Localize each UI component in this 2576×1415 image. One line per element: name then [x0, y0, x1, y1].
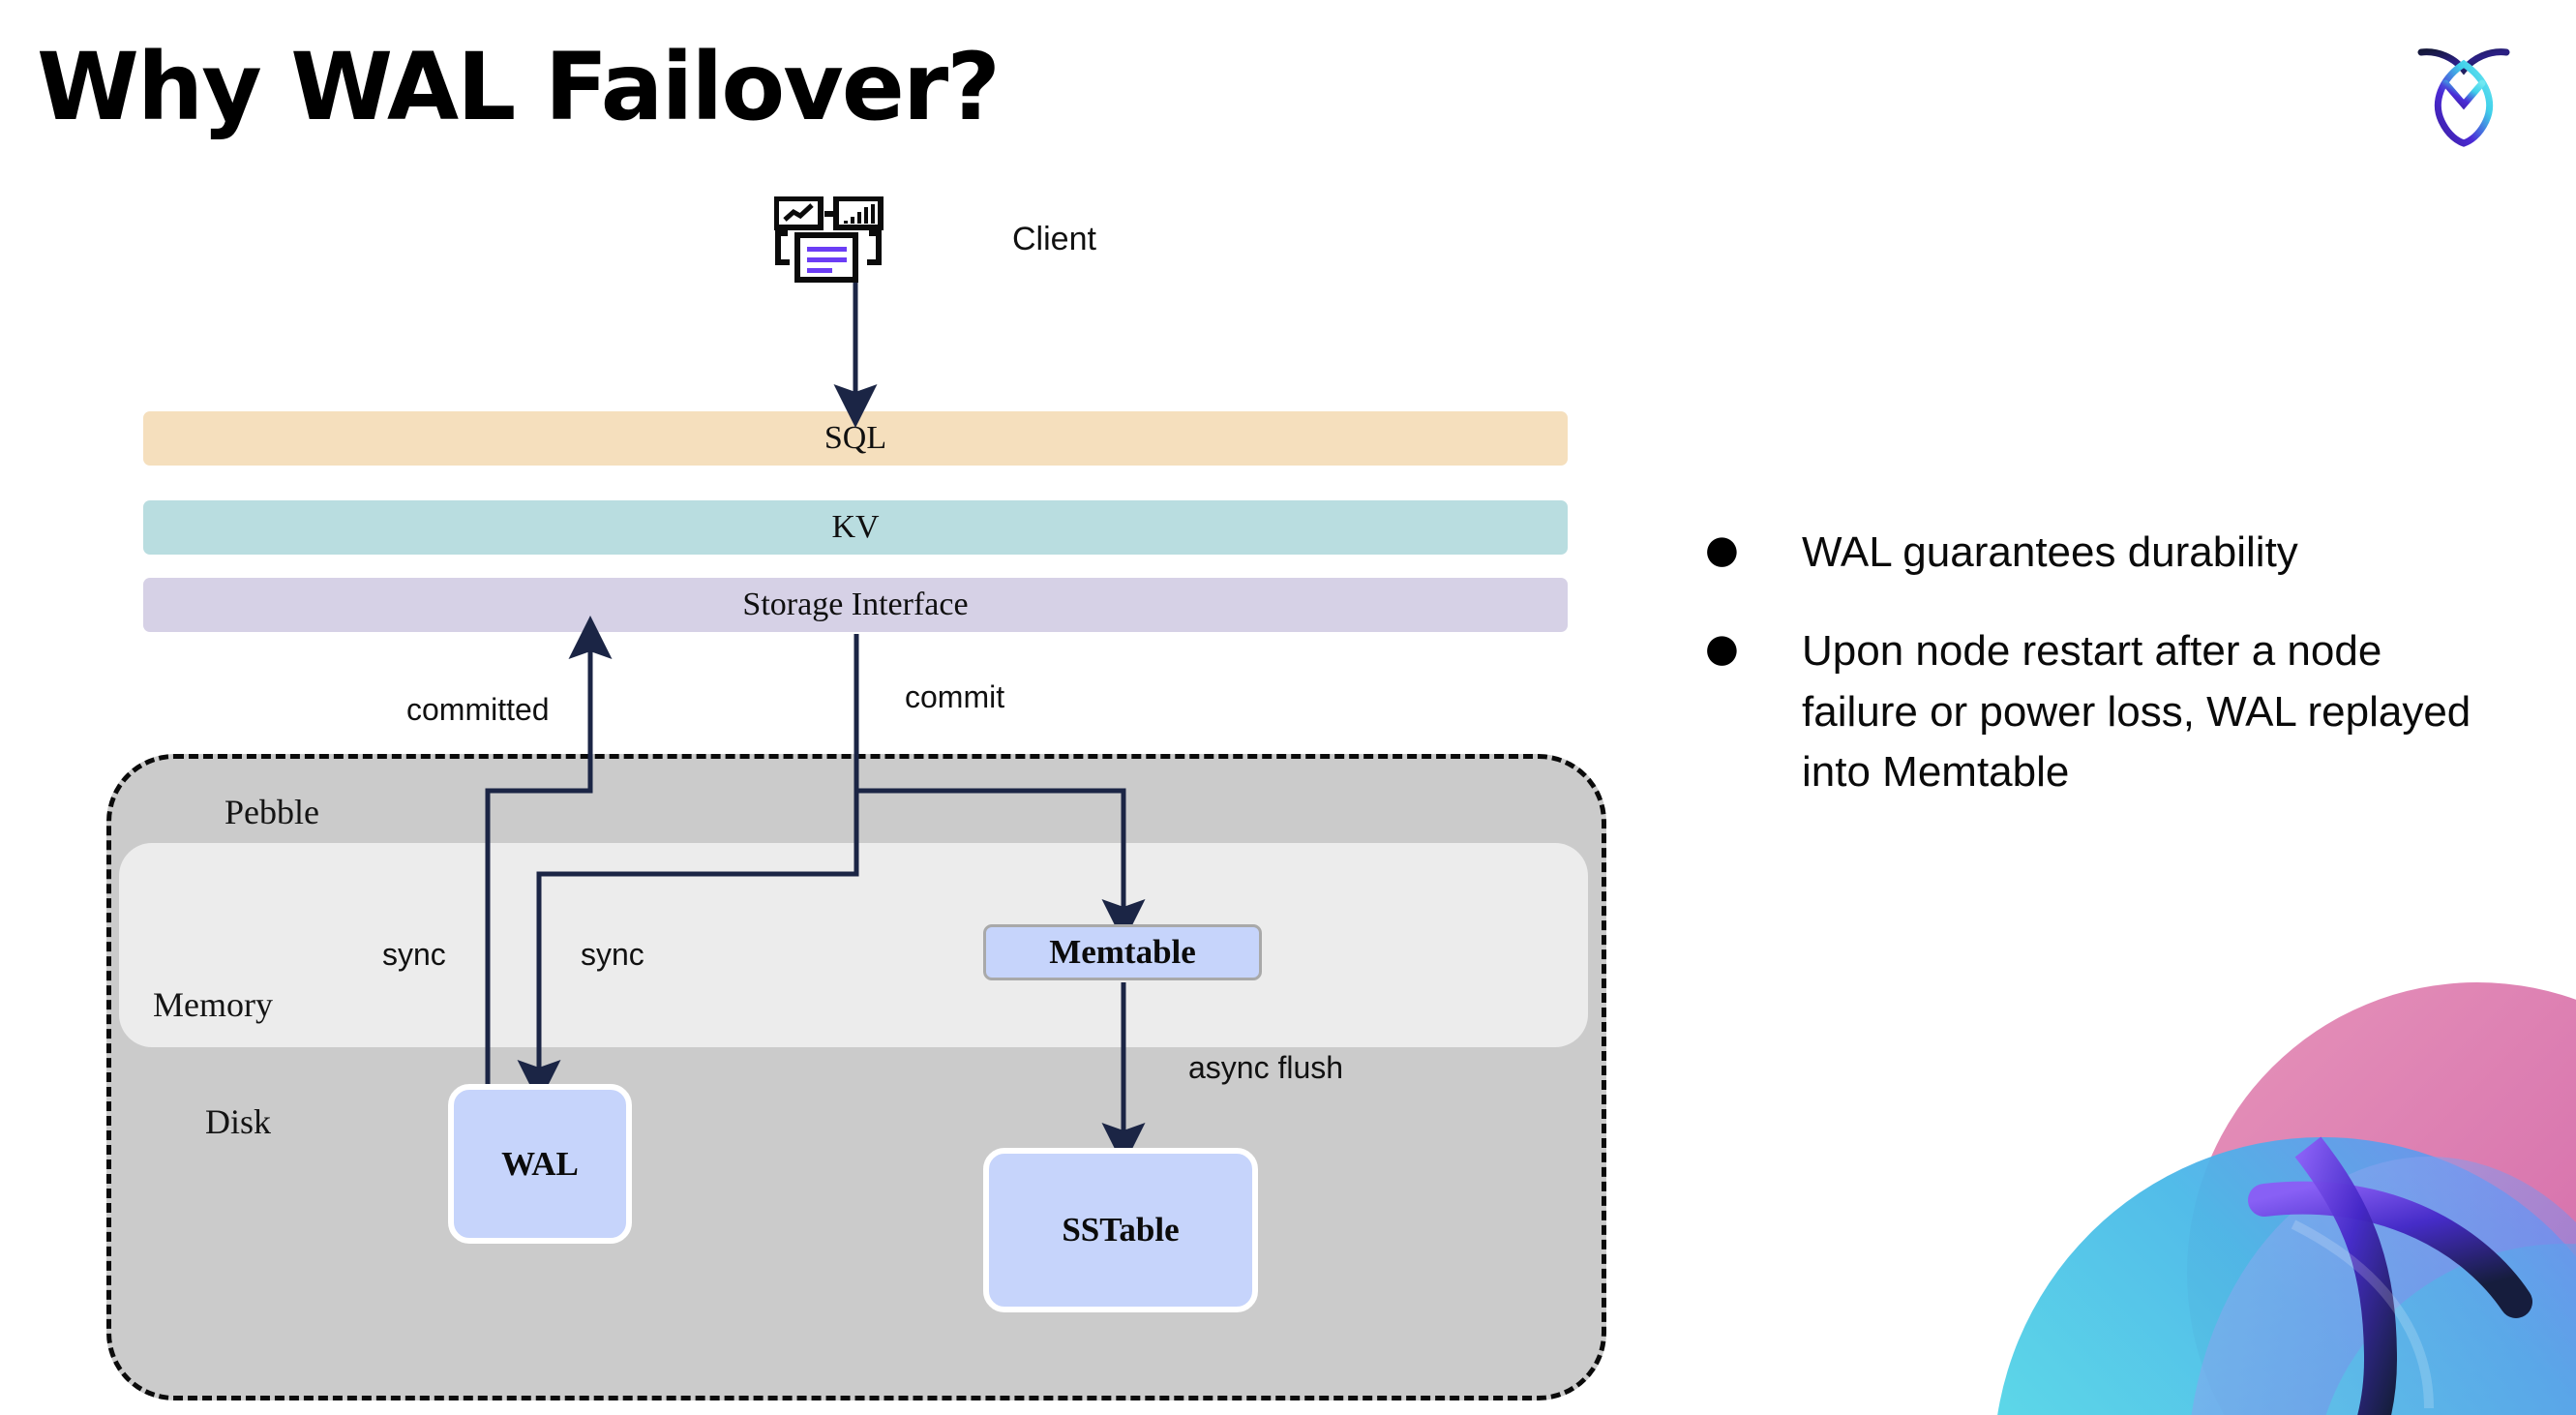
layer-label-kv: KV [831, 509, 880, 545]
node-label-wal: WAL [501, 1144, 579, 1183]
bullet-list: ● WAL guarantees durability ● Upon node … [1705, 523, 2508, 842]
layer-bar-sql: SQL [143, 411, 1568, 466]
layer-bar-storage: Storage Interface [143, 578, 1568, 632]
cockroachdb-logo-icon [2406, 31, 2522, 147]
bullet-text: Upon node restart after a node failure o… [1802, 627, 2471, 797]
disk-label: Disk [205, 1102, 272, 1141]
layer-label-storage: Storage Interface [742, 587, 969, 622]
bullet-marker-icon: ● [1705, 527, 1739, 572]
pebble-label: Pebble [225, 793, 319, 831]
memory-region [119, 843, 1588, 1047]
edge-label-async-flush: async flush [1188, 1050, 1344, 1085]
list-item: ● Upon node restart after a node failure… [1705, 621, 2508, 802]
layer-bar-kv: KV [143, 500, 1568, 555]
layer-label-sql: SQL [824, 420, 887, 456]
node-sstable: SSTable [983, 1148, 1258, 1312]
edge-label-commit: commit [905, 679, 1005, 714]
bullet-marker-icon: ● [1705, 626, 1739, 672]
node-label-memtable: Memtable [1049, 933, 1196, 971]
node-wal: WAL [448, 1084, 632, 1244]
node-label-sstable: SSTable [1062, 1211, 1180, 1249]
decorative-watermark [1974, 953, 2576, 1415]
page-title: Why WAL Failover? [37, 33, 1001, 141]
bullet-text: WAL guarantees durability [1802, 528, 2298, 576]
edge-label-sync-right: sync [581, 937, 644, 972]
client-label: Client [1012, 221, 1096, 257]
list-item: ● WAL guarantees durability [1705, 523, 2508, 583]
edge-label-sync-left: sync [382, 937, 446, 972]
edge-label-committed: committed [406, 692, 550, 727]
node-memtable: Memtable [983, 924, 1262, 980]
memory-label: Memory [153, 985, 273, 1024]
client-devices-icon [773, 196, 929, 284]
